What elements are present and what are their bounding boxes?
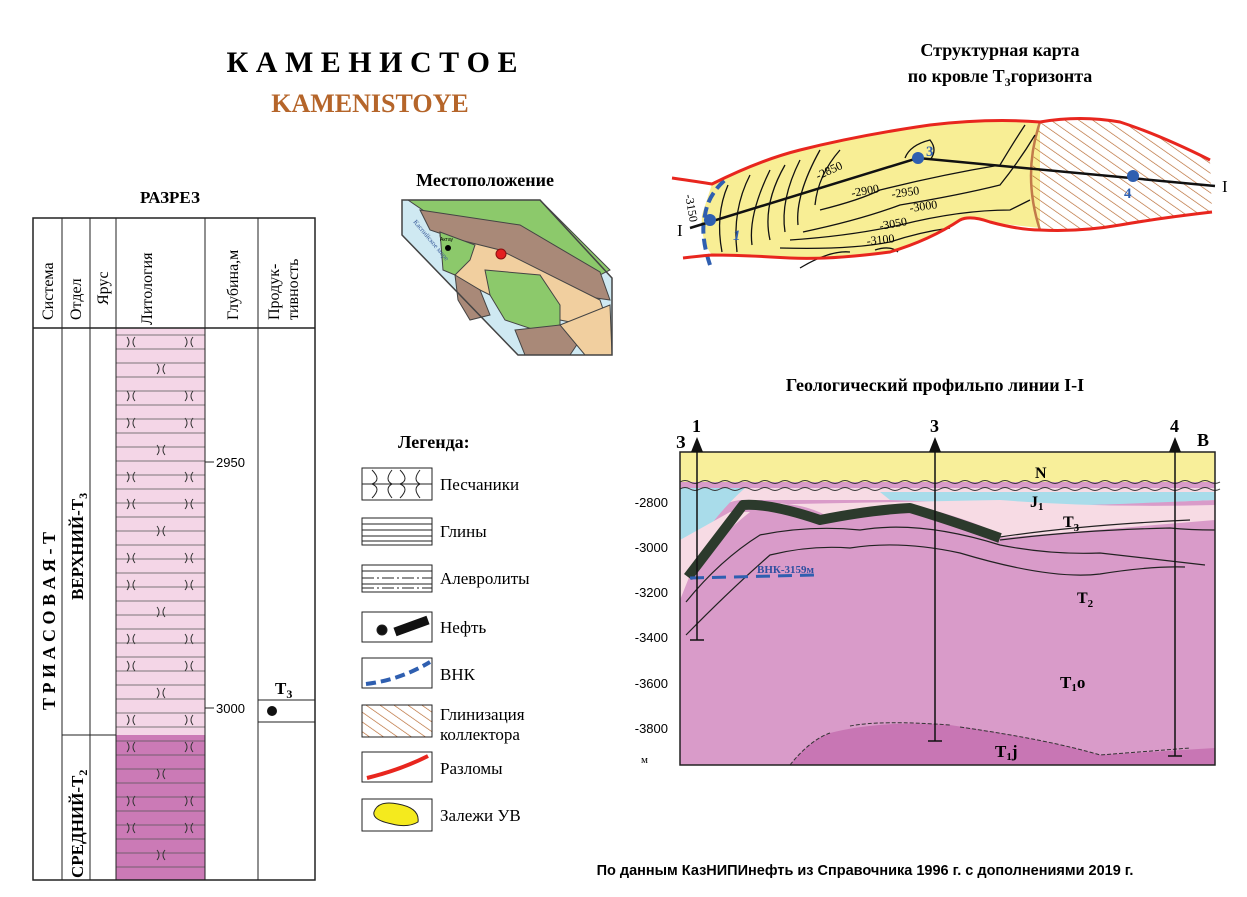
legend-owc-swatch (361, 657, 433, 689)
legend-label-clayization-2: коллектора (440, 725, 520, 744)
legend-title: Легенда: (398, 432, 470, 452)
header-productivity-1: Продук- (266, 264, 283, 320)
legend-label-oil: Нефть (440, 618, 486, 637)
layer-N: N (1035, 465, 1047, 482)
header-lithology: Литология (139, 252, 156, 325)
profile-title: Геологический профильпо линии I-I (786, 375, 1084, 395)
location-map (401, 199, 613, 356)
contour-3150: -3150 (682, 193, 701, 223)
depth-tick: -3400 (635, 630, 668, 645)
series-upper: ВЕРХНИЙ-Т3 (68, 493, 90, 600)
layer-T1j: T1j (995, 742, 1018, 763)
header-productivity-2: тивность (285, 259, 302, 320)
oil-dot-icon (267, 706, 277, 716)
layer-T2: T2 (1077, 590, 1094, 610)
structure-map-title-1: Структурная карта (920, 40, 1079, 60)
field-location-icon (495, 248, 507, 260)
map-well-4: 4 (1124, 186, 1132, 202)
header-depth: Глубина,м (225, 250, 242, 320)
layer-T3: T3 (1063, 514, 1080, 534)
legend-fault-swatch (361, 751, 433, 783)
legend-label-clayization-1: Глинизация (440, 705, 525, 724)
system-triassic: Т Р И А С О В А Я - Т (39, 532, 59, 710)
contour-2950: -2950 (890, 183, 920, 201)
legend-label-clay: Глины (440, 522, 487, 541)
depth-tick: -3200 (635, 585, 668, 600)
legend-label-faults: Разломы (440, 759, 503, 778)
map-well-1: 1 (733, 228, 741, 244)
legend-label-sandstone: Песчаники (440, 475, 519, 494)
profile-labels: З В 1 3 4 N J1 T3 T2 T1o T1j ВНК-3159м (676, 416, 1209, 763)
legend-label-siltstone: Алевролиты (440, 569, 530, 588)
title-en: KAMENISTOYE (271, 89, 468, 118)
legend (361, 467, 433, 832)
header-system: Система (40, 262, 57, 320)
profile-east: В (1197, 430, 1209, 450)
contour-3100: -3100 (866, 231, 895, 248)
productive-horizon: Т3 (275, 679, 292, 701)
profile-well-1: 1 (692, 416, 701, 436)
legend-label-owc: ВНК (440, 665, 476, 684)
contour-3000: -3000 (908, 197, 938, 215)
geological-profile (679, 437, 1221, 766)
contour-3050: -3050 (878, 214, 908, 233)
section-heading: РАЗРЕЗ (140, 188, 200, 207)
depth-tick: -3600 (635, 676, 668, 691)
column-headers: Система Отдел Ярус Литология Глубина,м П… (40, 250, 302, 325)
layer-J1: J1 (1030, 494, 1044, 513)
map-well-labels: 1 3 4 (733, 144, 1132, 244)
legend-label-hc-deposits: Залежи УВ (440, 806, 521, 825)
header-stage: Ярус (95, 271, 112, 305)
profile-well-3: 3 (930, 416, 939, 436)
legend-clayization-swatch (361, 704, 433, 738)
structure-map (671, 117, 1216, 269)
owc-label: ВНК-3159м (757, 564, 815, 576)
layer-T1o: T1o (1060, 673, 1085, 694)
location-title: Местоположение (416, 170, 554, 190)
city-label: Актау (440, 237, 454, 243)
contour-2900: -2900 (850, 181, 880, 200)
depth-unit: м (641, 754, 648, 766)
city-marker-icon (445, 245, 451, 251)
sandstone-marks (126, 336, 194, 861)
stratigraphic-column (32, 217, 316, 881)
depth-tick: -3000 (635, 540, 668, 555)
title-ru: К А М Е Н И С Т О Е (227, 46, 518, 79)
profile-west: З (676, 432, 686, 452)
line-label-end: I (1222, 177, 1228, 196)
depth-2950: 2950 (216, 455, 245, 470)
depth-tick: -3800 (635, 721, 668, 736)
depth-tick: -2800 (635, 495, 668, 510)
legend-hc-deposit-swatch (361, 798, 433, 832)
footer-source: По данным КазНИПИнефть из Справочника 19… (597, 863, 1134, 879)
series-middle: СРЕДНИЙ-Т2 (68, 770, 90, 878)
depth-3000: 3000 (216, 701, 245, 716)
legend-oil-swatch (361, 611, 433, 643)
map-well-3: 3 (926, 144, 934, 160)
depth-axis: -2800 -3000 -3200 -3400 -3600 -3800 м (635, 495, 668, 766)
header-series: Отдел (68, 278, 85, 320)
profile-well-4: 4 (1170, 416, 1179, 436)
line-label-start: I (677, 221, 683, 240)
structure-map-title-2: по кровле Т3горизонта (908, 66, 1093, 89)
legend-labels: Песчаники Глины Алевролиты Нефть ВНК Гли… (440, 475, 530, 825)
legend-clay-swatch (361, 517, 433, 546)
